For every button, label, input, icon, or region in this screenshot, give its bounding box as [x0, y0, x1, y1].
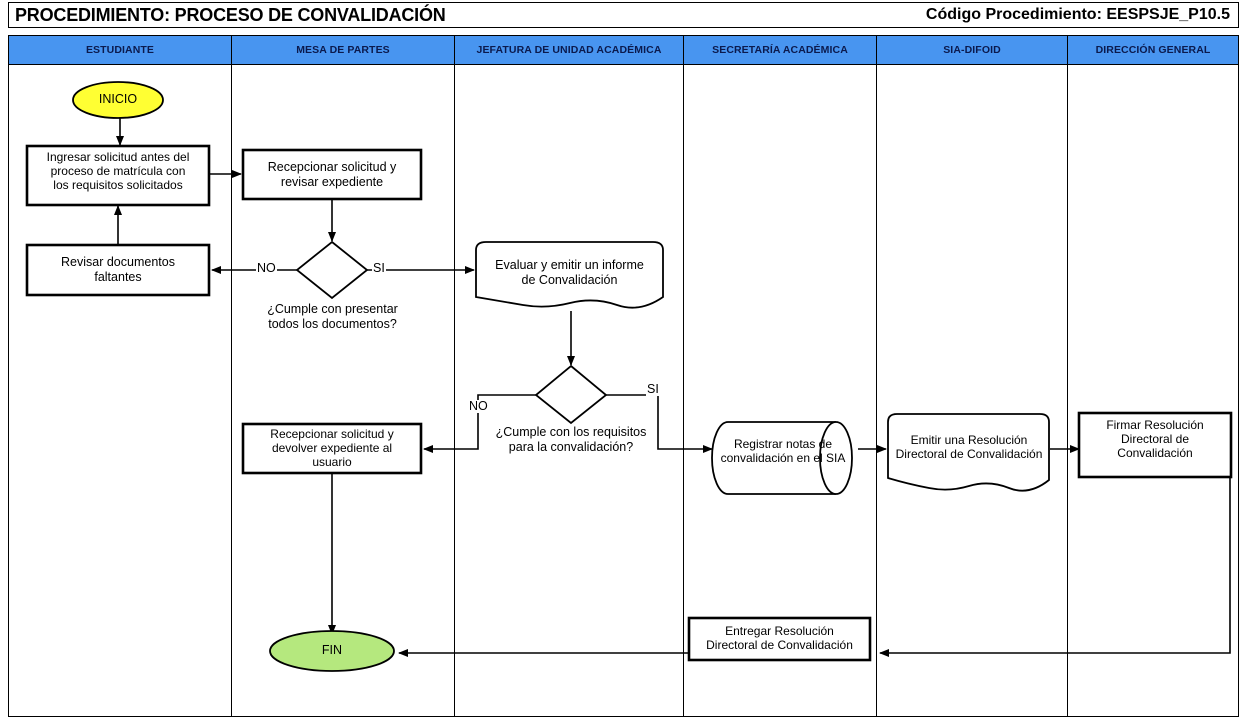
lane-header-label: SECRETARÍA ACADÉMICA — [712, 44, 848, 56]
edge-label-decision2-si: SI — [646, 382, 660, 396]
node-decision2-label: ¿Cumple con los requisitos para la conva… — [495, 425, 647, 454]
node-devolver[interactable] — [243, 424, 421, 473]
lane-header-estudiante[interactable]: ESTUDIANTE — [8, 35, 232, 65]
node-recepcionar[interactable] — [243, 150, 421, 199]
node-emitir[interactable] — [888, 414, 1050, 492]
node-inicio[interactable] — [73, 82, 163, 118]
lane-header-mesa-partes[interactable]: MESA DE PARTES — [231, 35, 455, 65]
node-decision1[interactable] — [297, 242, 367, 298]
title-bar: PROCEDIMIENTO: PROCESO DE CONVALIDACIÓN … — [8, 2, 1239, 28]
edge-label-decision1-no: NO — [256, 261, 277, 275]
node-entregar[interactable] — [689, 618, 870, 660]
node-evaluar[interactable] — [476, 242, 663, 310]
node-registrar[interactable] — [712, 422, 858, 494]
lane-header-jefatura[interactable]: JEFATURA DE UNIDAD ACADÉMICA — [454, 35, 684, 65]
edge-label-decision1-si: SI — [372, 261, 386, 275]
lane-header-label: DIRECCIÓN GENERAL — [1095, 44, 1211, 56]
lane-header-direccion[interactable]: DIRECCIÓN GENERAL — [1067, 35, 1239, 65]
node-revisar-doc[interactable] — [27, 245, 209, 295]
node-decision2[interactable] — [536, 366, 606, 423]
lane-header-label: SIA-DIFOID — [943, 44, 1001, 56]
edge-label-decision2-no: NO — [468, 399, 489, 413]
node-firmar[interactable] — [1079, 413, 1231, 477]
lane-header-label: ESTUDIANTE — [85, 44, 155, 56]
lane-header-label: MESA DE PARTES — [296, 44, 390, 56]
node-fin[interactable] — [270, 631, 394, 671]
lane-header-sia-difoid[interactable]: SIA-DIFOID — [876, 35, 1068, 65]
procedure-title: PROCEDIMIENTO: PROCESO DE CONVALIDACIÓN — [15, 5, 446, 25]
lane-body-direccion — [1067, 65, 1239, 717]
lane-header-secretaria[interactable]: SECRETARÍA ACADÉMICA — [683, 35, 877, 65]
procedure-code: Código Procedimiento: EESPSJE_P10.5 — [925, 6, 1230, 23]
lane-body-sia-difoid — [876, 65, 1068, 717]
node-decision1-label: ¿Cumple con presentar todos los document… — [267, 302, 398, 331]
lane-header-label: JEFATURA DE UNIDAD ACADÉMICA — [476, 44, 662, 56]
node-ingresar[interactable] — [27, 146, 209, 205]
lane-body-secretaria — [683, 65, 877, 717]
